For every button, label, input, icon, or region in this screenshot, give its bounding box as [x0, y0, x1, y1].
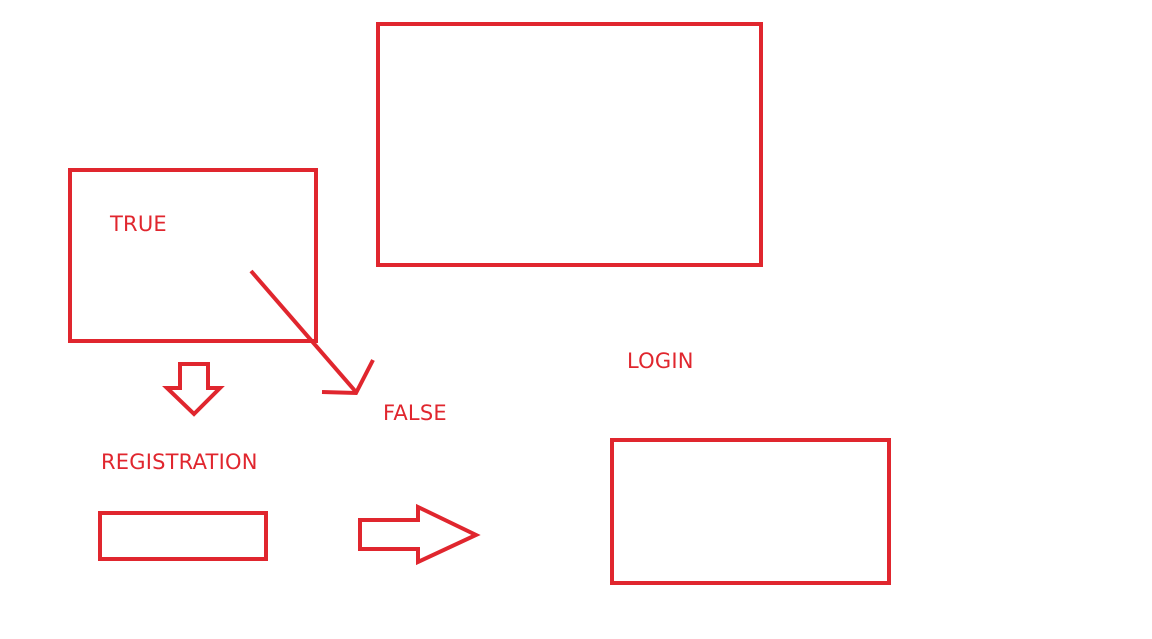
right-arrow-icon — [358, 503, 481, 566]
registration-label: REGISTRATION — [101, 450, 258, 474]
registration-box — [98, 511, 268, 561]
false-label: FALSE — [383, 401, 447, 425]
false-arrow-line — [249, 269, 358, 394]
login-box — [610, 438, 891, 585]
false-arrow-head-icon — [321, 359, 375, 396]
top-center-box — [376, 22, 763, 267]
down-arrow-icon — [162, 362, 225, 417]
login-label: LOGIN — [627, 349, 694, 373]
true-label: TRUE — [109, 212, 167, 236]
true-box — [68, 168, 318, 343]
